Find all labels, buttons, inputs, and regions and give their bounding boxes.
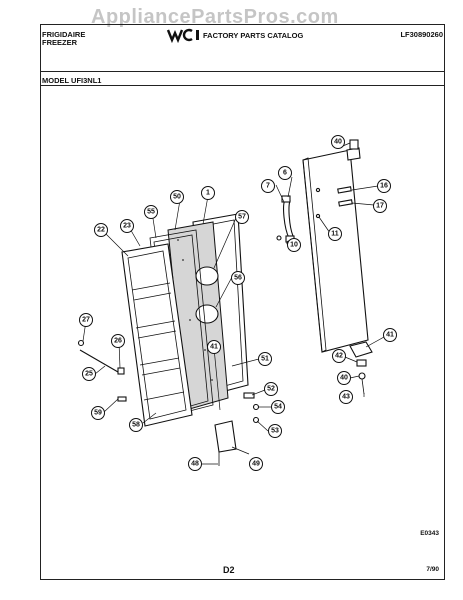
- brand-name: FRIGIDAIRE: [42, 30, 86, 39]
- svg-text:54: 54: [274, 404, 282, 411]
- lower-hinge-hardware: [243, 392, 260, 424]
- callout-55: 55: [144, 205, 158, 219]
- revision-date: 7/90: [426, 566, 439, 573]
- callout-54: 54: [271, 400, 285, 414]
- outer-door-panel: [302, 149, 369, 353]
- svg-text:50: 50: [173, 194, 181, 201]
- callout-57: 57: [235, 210, 249, 224]
- svg-text:57: 57: [238, 214, 246, 221]
- callout-58: 58: [129, 418, 143, 432]
- callout-10: 10: [287, 238, 301, 252]
- callout-6: 6: [278, 166, 292, 180]
- svg-text:56: 56: [234, 275, 242, 282]
- svg-text:58: 58: [132, 422, 140, 429]
- callout-48: 48: [188, 457, 202, 471]
- svg-text:17: 17: [376, 203, 384, 210]
- catalog-number: LF30890260: [400, 30, 443, 39]
- callout-1: 1: [201, 186, 215, 200]
- callout-41-left: 41: [207, 340, 221, 354]
- callout-53: 53: [268, 424, 282, 438]
- callout-17: 17: [373, 199, 387, 213]
- header-divider: [40, 71, 445, 72]
- drawing-reference: E0343: [420, 530, 439, 537]
- svg-text:52: 52: [267, 386, 275, 393]
- callout-40-bottom: 40: [337, 371, 351, 385]
- page-frame: [40, 24, 445, 580]
- svg-text:48: 48: [191, 461, 199, 468]
- door-stop-bracket: [214, 420, 237, 466]
- svg-text:53: 53: [271, 428, 279, 435]
- wci-logo-icon: [166, 28, 199, 43]
- svg-text:40: 40: [334, 139, 342, 146]
- svg-text:7: 7: [266, 183, 270, 190]
- callout-52: 52: [264, 382, 278, 396]
- callout-23: 23: [120, 219, 134, 233]
- model-label: MODEL UFI3NL1: [42, 76, 102, 85]
- callout-40-top: 40: [331, 135, 345, 149]
- svg-text:11: 11: [331, 231, 339, 238]
- callout-49: 49: [249, 457, 263, 471]
- callout-26: 26: [111, 334, 125, 348]
- callout-25: 25: [82, 367, 96, 381]
- callout-42: 42: [332, 349, 346, 363]
- callout-59: 59: [91, 406, 105, 420]
- svg-text:26: 26: [114, 338, 122, 345]
- callout-11: 11: [328, 227, 342, 241]
- svg-text:43: 43: [342, 394, 350, 401]
- svg-text:25: 25: [85, 371, 93, 378]
- bottom-hinge: [349, 341, 373, 395]
- svg-text:23: 23: [123, 223, 131, 230]
- callout-7: 7: [261, 179, 275, 193]
- watermark: AppliancePartsPros.com: [91, 6, 339, 28]
- callout-43: 43: [339, 390, 353, 404]
- svg-text:51: 51: [261, 356, 269, 363]
- model-divider: [40, 85, 445, 86]
- top-hinge: [346, 139, 361, 161]
- callout-27: 27: [79, 313, 93, 327]
- product-type: FREEZER: [42, 38, 78, 47]
- page-number: D2: [223, 565, 235, 575]
- callout-56: 56: [231, 271, 245, 285]
- svg-text:6: 6: [283, 170, 287, 177]
- svg-text:59: 59: [94, 410, 102, 417]
- callout-41-right: 41: [383, 328, 397, 342]
- svg-text:41: 41: [386, 332, 394, 339]
- door-bottom-trim: [117, 396, 127, 402]
- svg-text:27: 27: [82, 317, 90, 324]
- svg-text:16: 16: [380, 183, 388, 190]
- svg-text:55: 55: [147, 209, 155, 216]
- svg-text:41: 41: [210, 344, 218, 351]
- callout-16: 16: [377, 179, 391, 193]
- shelf-retainer: [77, 339, 125, 375]
- svg-text:1: 1: [206, 190, 210, 197]
- svg-text:22: 22: [97, 227, 105, 234]
- catalog-title: FACTORY PARTS CATALOG: [203, 31, 304, 40]
- door-handle: [281, 195, 295, 243]
- callout-50: 50: [170, 190, 184, 204]
- svg-text:40: 40: [340, 375, 348, 382]
- door-shelf-panel: [121, 243, 193, 427]
- callout-22: 22: [94, 223, 108, 237]
- svg-text:42: 42: [335, 353, 343, 360]
- callout-51: 51: [258, 352, 272, 366]
- leader-lines: [82, 142, 385, 465]
- svg-text:49: 49: [252, 461, 260, 468]
- svg-text:10: 10: [290, 242, 298, 249]
